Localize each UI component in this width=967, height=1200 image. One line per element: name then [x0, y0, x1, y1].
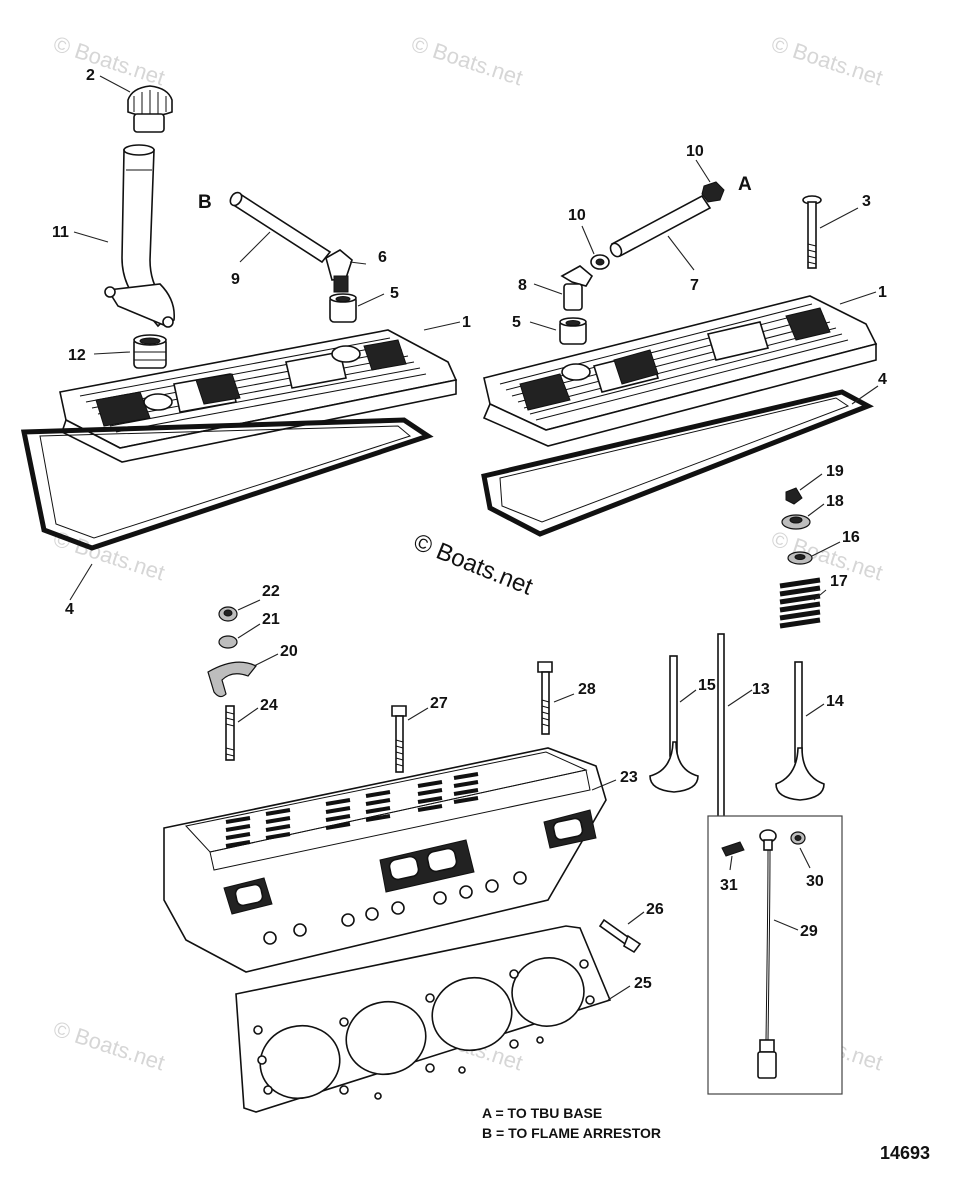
clamp-10: 10 — [568, 207, 610, 270]
rocker-stud-24: 24 — [225, 697, 278, 761]
pcv-grommet-left: 5 — [329, 285, 399, 323]
valve-spring-17: 17 — [779, 573, 848, 629]
legend-line-b: B = TO FLAME ARRESTOR — [482, 1125, 661, 1141]
pcv-elbow-left: 6 — [325, 249, 387, 293]
valve-keeper-19: 19 — [785, 463, 844, 505]
callout-26: 26 — [646, 901, 664, 918]
callout-31: 31 — [720, 877, 738, 894]
callout-2: 2 — [86, 67, 95, 84]
valve-springs-on-head — [225, 772, 479, 848]
callout-15: 15 — [698, 677, 716, 694]
callout-4: 4 — [65, 601, 74, 618]
legend: A = TO TBU BASE B = TO FLAME ARRESTOR — [482, 1105, 661, 1141]
letter-a: A — [738, 174, 752, 195]
valve-cover-left: 1 — [59, 314, 471, 463]
callout-4: 4 — [878, 371, 887, 388]
callout-29: 29 — [800, 923, 818, 940]
callout-6: 6 — [378, 249, 387, 266]
callout-28: 28 — [578, 681, 596, 698]
hose-to-tbu-base: 7 — [609, 194, 712, 294]
sensor-inset-box: 29 31 30 — [707, 815, 843, 1095]
pcv-valve-8: 8 — [518, 265, 594, 311]
callout-19: 19 — [826, 463, 844, 480]
knock-sensor-29: 29 — [757, 829, 818, 1079]
head-gasket-25: 25 — [235, 925, 652, 1113]
callout-20: 20 — [280, 643, 298, 660]
pcv-grommet-right: 5 — [512, 314, 587, 345]
callout-21: 21 — [262, 611, 280, 628]
callout-3: 3 — [862, 193, 871, 210]
callout-30: 30 — [806, 873, 824, 890]
oil-fill-cap: 2 — [86, 67, 173, 133]
head-bolt-holes — [263, 871, 527, 945]
center-copyright: © Boats.net — [410, 529, 537, 601]
callout-12: 12 — [68, 347, 86, 364]
figure-number: 14693 — [880, 1143, 930, 1163]
intake-valve-15: 15 — [649, 655, 716, 793]
bolt-26: 26 — [598, 901, 664, 954]
head-bolt-27: 27 — [391, 695, 448, 773]
valve-cover-bolt: 3 — [802, 193, 871, 269]
callout-9: 9 — [231, 271, 240, 288]
callout-23: 23 — [620, 769, 638, 786]
callout-17: 17 — [830, 573, 848, 590]
cylinder-head-23: 23 — [163, 747, 638, 973]
letter-b: B — [198, 192, 212, 213]
valve-retainer-18: 18 — [781, 493, 844, 530]
fill-tube-grommet: 12 — [68, 334, 167, 369]
rocker-nut-22: 22 — [218, 583, 280, 622]
callout-11: 11 — [52, 224, 69, 241]
callout-24: 24 — [260, 697, 278, 714]
gasket-holes — [253, 959, 595, 1100]
callout-18: 18 — [826, 493, 844, 510]
callout-25: 25 — [634, 975, 652, 992]
hose-to-flame-arrestor: 9 B — [198, 191, 332, 288]
watermark: © Boats.net — [50, 526, 167, 585]
exhaust-valve-14: 14 — [775, 661, 844, 801]
exhaust-ports — [223, 809, 597, 915]
callout-13: 13 — [752, 681, 770, 698]
callout-8: 8 — [518, 277, 527, 294]
callout-5: 5 — [390, 285, 399, 302]
callout-1: 1 — [878, 284, 887, 301]
pushrod-13: 13 — [717, 633, 770, 841]
callout-7: 7 — [690, 277, 699, 294]
oil-fill-tube: 11 — [52, 144, 176, 328]
sensor-stud-31: 31 — [720, 841, 745, 894]
callout-27: 27 — [430, 695, 448, 712]
valve-cover-gasket-right: 4 — [481, 371, 887, 537]
callout-22: 22 — [262, 583, 280, 600]
watermark: © Boats.net — [50, 1016, 167, 1075]
watermark: © Boats.net — [408, 31, 525, 90]
rocker-arm-20: 20 — [207, 643, 298, 698]
callout-14: 14 — [826, 693, 844, 710]
callout-10: 10 — [686, 143, 704, 160]
watermark: © Boats.net — [768, 31, 885, 90]
callout-16: 16 — [842, 529, 860, 546]
valve-cover-right: 1 — [482, 284, 887, 447]
valve-cover-gasket-left: 4 — [20, 417, 434, 618]
callout-10: 10 — [568, 207, 586, 224]
nut-10-top: 10 A — [686, 143, 752, 203]
valve-seal-16: 16 — [787, 529, 860, 565]
rocker-ball-21: 21 — [218, 611, 280, 649]
callout-1: 1 — [462, 314, 471, 331]
legend-line-a: A = TO TBU BASE — [482, 1105, 602, 1121]
callout-5: 5 — [512, 314, 521, 331]
head-bolt-28: 28 — [537, 661, 596, 735]
watermark: © Boats.net — [768, 526, 885, 585]
sensor-nut-30: 30 — [790, 831, 824, 890]
